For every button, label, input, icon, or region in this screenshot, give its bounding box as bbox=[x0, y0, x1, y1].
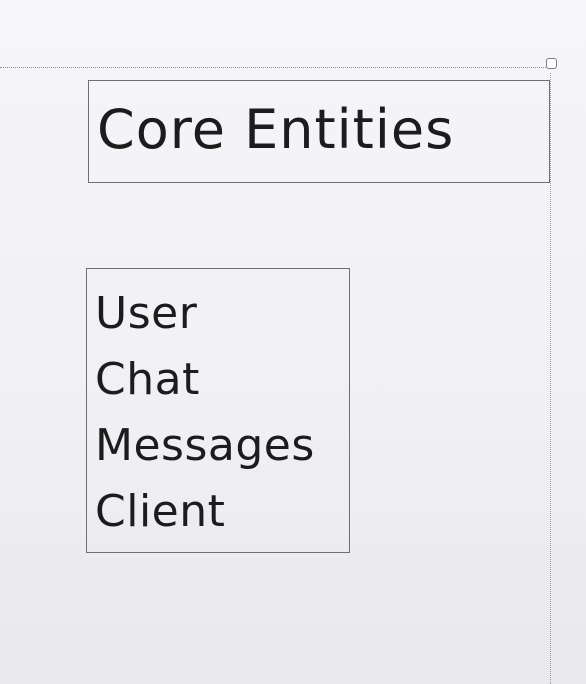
entity-item-chat: Chat bbox=[95, 354, 200, 405]
entity-item-user: User bbox=[95, 288, 198, 339]
diagram-title: Core Entities bbox=[97, 98, 455, 161]
resize-handle[interactable] bbox=[546, 58, 557, 69]
selection-guide-horizontal bbox=[0, 67, 550, 68]
entity-item-client: Client bbox=[95, 486, 226, 537]
selection-guide-vertical bbox=[550, 73, 551, 684]
entities-text-box[interactable]: User Chat Messages Client bbox=[86, 268, 350, 553]
title-text-box[interactable]: Core Entities bbox=[88, 80, 550, 183]
entity-item-messages: Messages bbox=[95, 420, 315, 471]
entity-list: User Chat Messages Client bbox=[95, 281, 315, 545]
